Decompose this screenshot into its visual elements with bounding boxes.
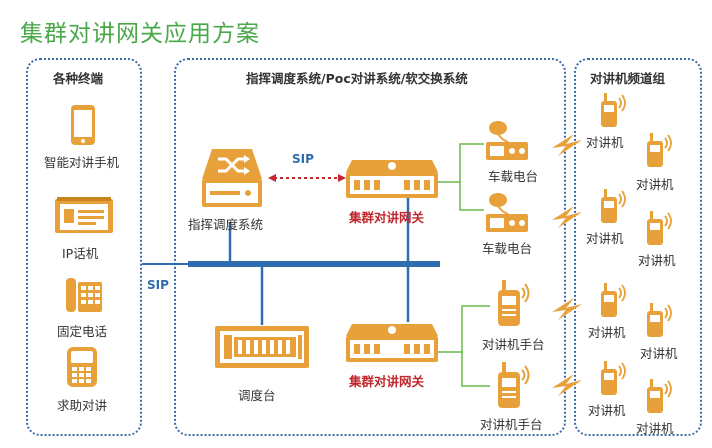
landline-phone-icon — [66, 278, 102, 312]
radio-icon — [647, 379, 672, 413]
gateway-label: 集群对讲网关 — [349, 210, 425, 225]
terminal-label: 固定电话 — [57, 324, 108, 339]
radio-icon — [647, 303, 672, 337]
radio-label: 对讲机 — [638, 253, 676, 268]
radio-label: 对讲机 — [586, 135, 624, 150]
terminals-panel — [26, 58, 142, 436]
radio-label: 对讲机 — [588, 403, 626, 418]
smartphone-icon — [71, 105, 95, 145]
sip-label-dispatch: SIP — [292, 152, 314, 166]
radio-icon — [601, 283, 626, 317]
radio-label: 对讲机 — [588, 325, 626, 340]
gateway-device-icon — [346, 160, 438, 198]
radio-group-panel — [574, 58, 702, 436]
terminal-label: 智能对讲手机 — [44, 155, 120, 170]
vehicle-radio-label: 车载电台 — [482, 241, 533, 256]
gateway-device-icon — [346, 324, 438, 362]
intercom-panel-icon — [67, 347, 97, 387]
radio-icon — [601, 93, 626, 127]
radio-label: 对讲机 — [636, 177, 674, 192]
dispatch-console-label: 调度台 — [238, 388, 276, 403]
dispatch-switch-icon — [202, 149, 262, 207]
walkie-talkie-icon — [498, 280, 530, 326]
radio-label: 对讲机 — [640, 346, 678, 361]
sip-label-terminals: SIP — [147, 278, 169, 292]
handheld-base-label: 对讲机手台 — [482, 337, 545, 352]
page-title: 集群对讲网关应用方案 — [20, 21, 260, 47]
systems-panel-title: 指挥调度系统/Poc对讲系统/软交换系统 — [246, 71, 468, 86]
terminals-panel-title: 各种终端 — [53, 71, 104, 86]
radio-icon — [647, 211, 672, 245]
handheld-base-label: 对讲机手台 — [480, 417, 543, 432]
radio-group-panel-title: 对讲机频道组 — [590, 71, 666, 86]
radio-label: 对讲机 — [636, 421, 674, 436]
terminal-label: IP话机 — [62, 246, 99, 261]
ip-phone-icon — [55, 197, 113, 233]
vehicle-radio-icon — [486, 121, 528, 160]
walkie-talkie-icon — [498, 362, 530, 408]
dispatch-system-label: 指挥调度系统 — [188, 217, 264, 232]
vehicle-radio-icon — [486, 193, 528, 232]
dispatch-console-icon — [215, 326, 309, 368]
vehicle-radio-label: 车载电台 — [488, 169, 539, 184]
systems-panel — [174, 58, 566, 436]
radio-icon — [647, 133, 672, 167]
radio-icon — [601, 361, 626, 395]
radio-icon — [601, 189, 626, 223]
terminal-label: 求助对讲 — [57, 398, 108, 413]
gateway-label: 集群对讲网关 — [349, 374, 425, 389]
radio-label: 对讲机 — [586, 231, 624, 246]
